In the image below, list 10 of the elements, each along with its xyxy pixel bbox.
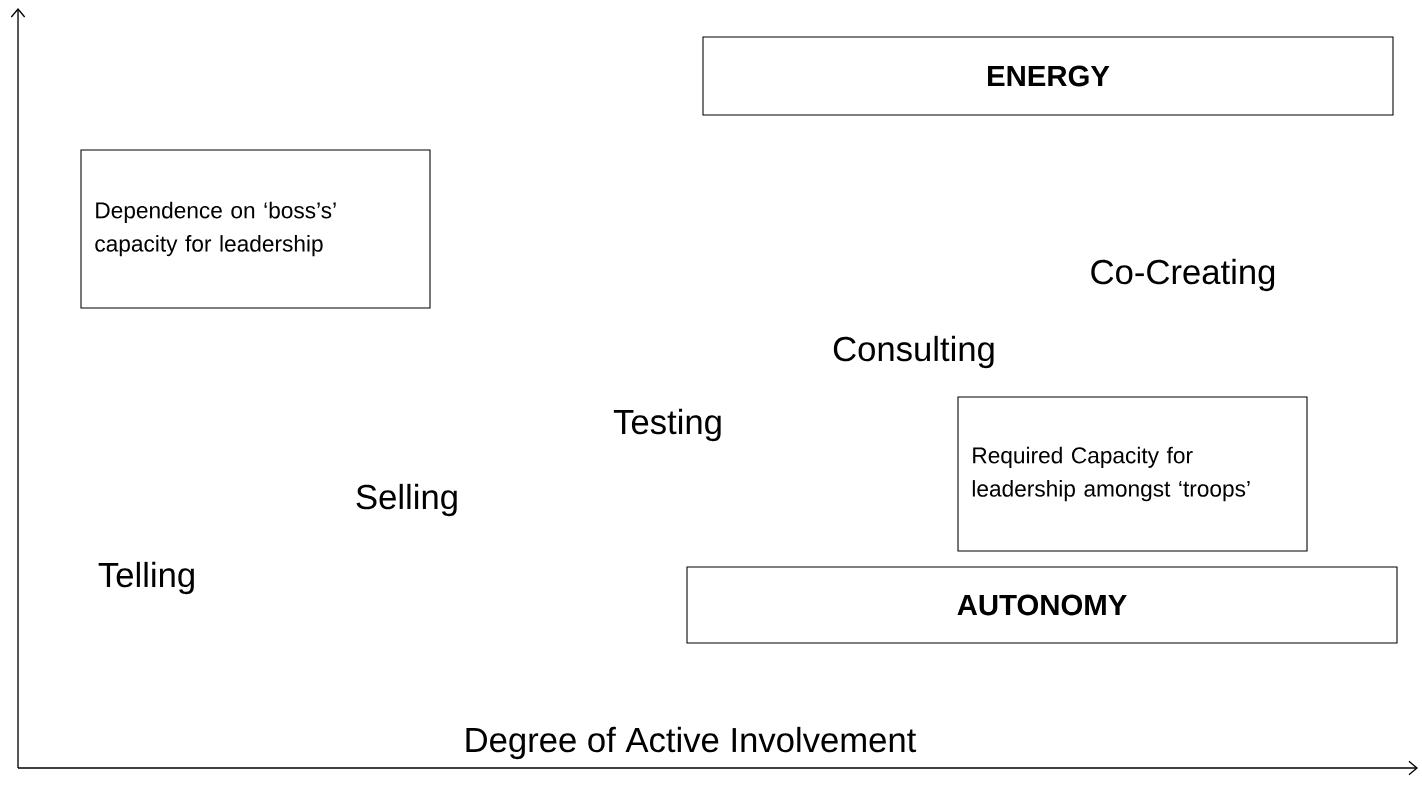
label-box: ENERGY [702,36,1394,116]
style-label: Testing [613,408,721,442]
style-label: Selling [356,483,457,517]
text-box: Required Capacity for leadership amongst ‘troops’ [957,396,1308,552]
axis-title: Degree of Active Involvement [466,726,917,760]
style-label: Co-Creating [1091,258,1275,292]
style-label: Consulting [833,335,994,369]
label-box: AUTONOMY [686,566,1398,644]
text-box: Dependence on ‘boss’s’ capacity for leadership [80,149,431,309]
style-label: Telling [98,561,194,595]
